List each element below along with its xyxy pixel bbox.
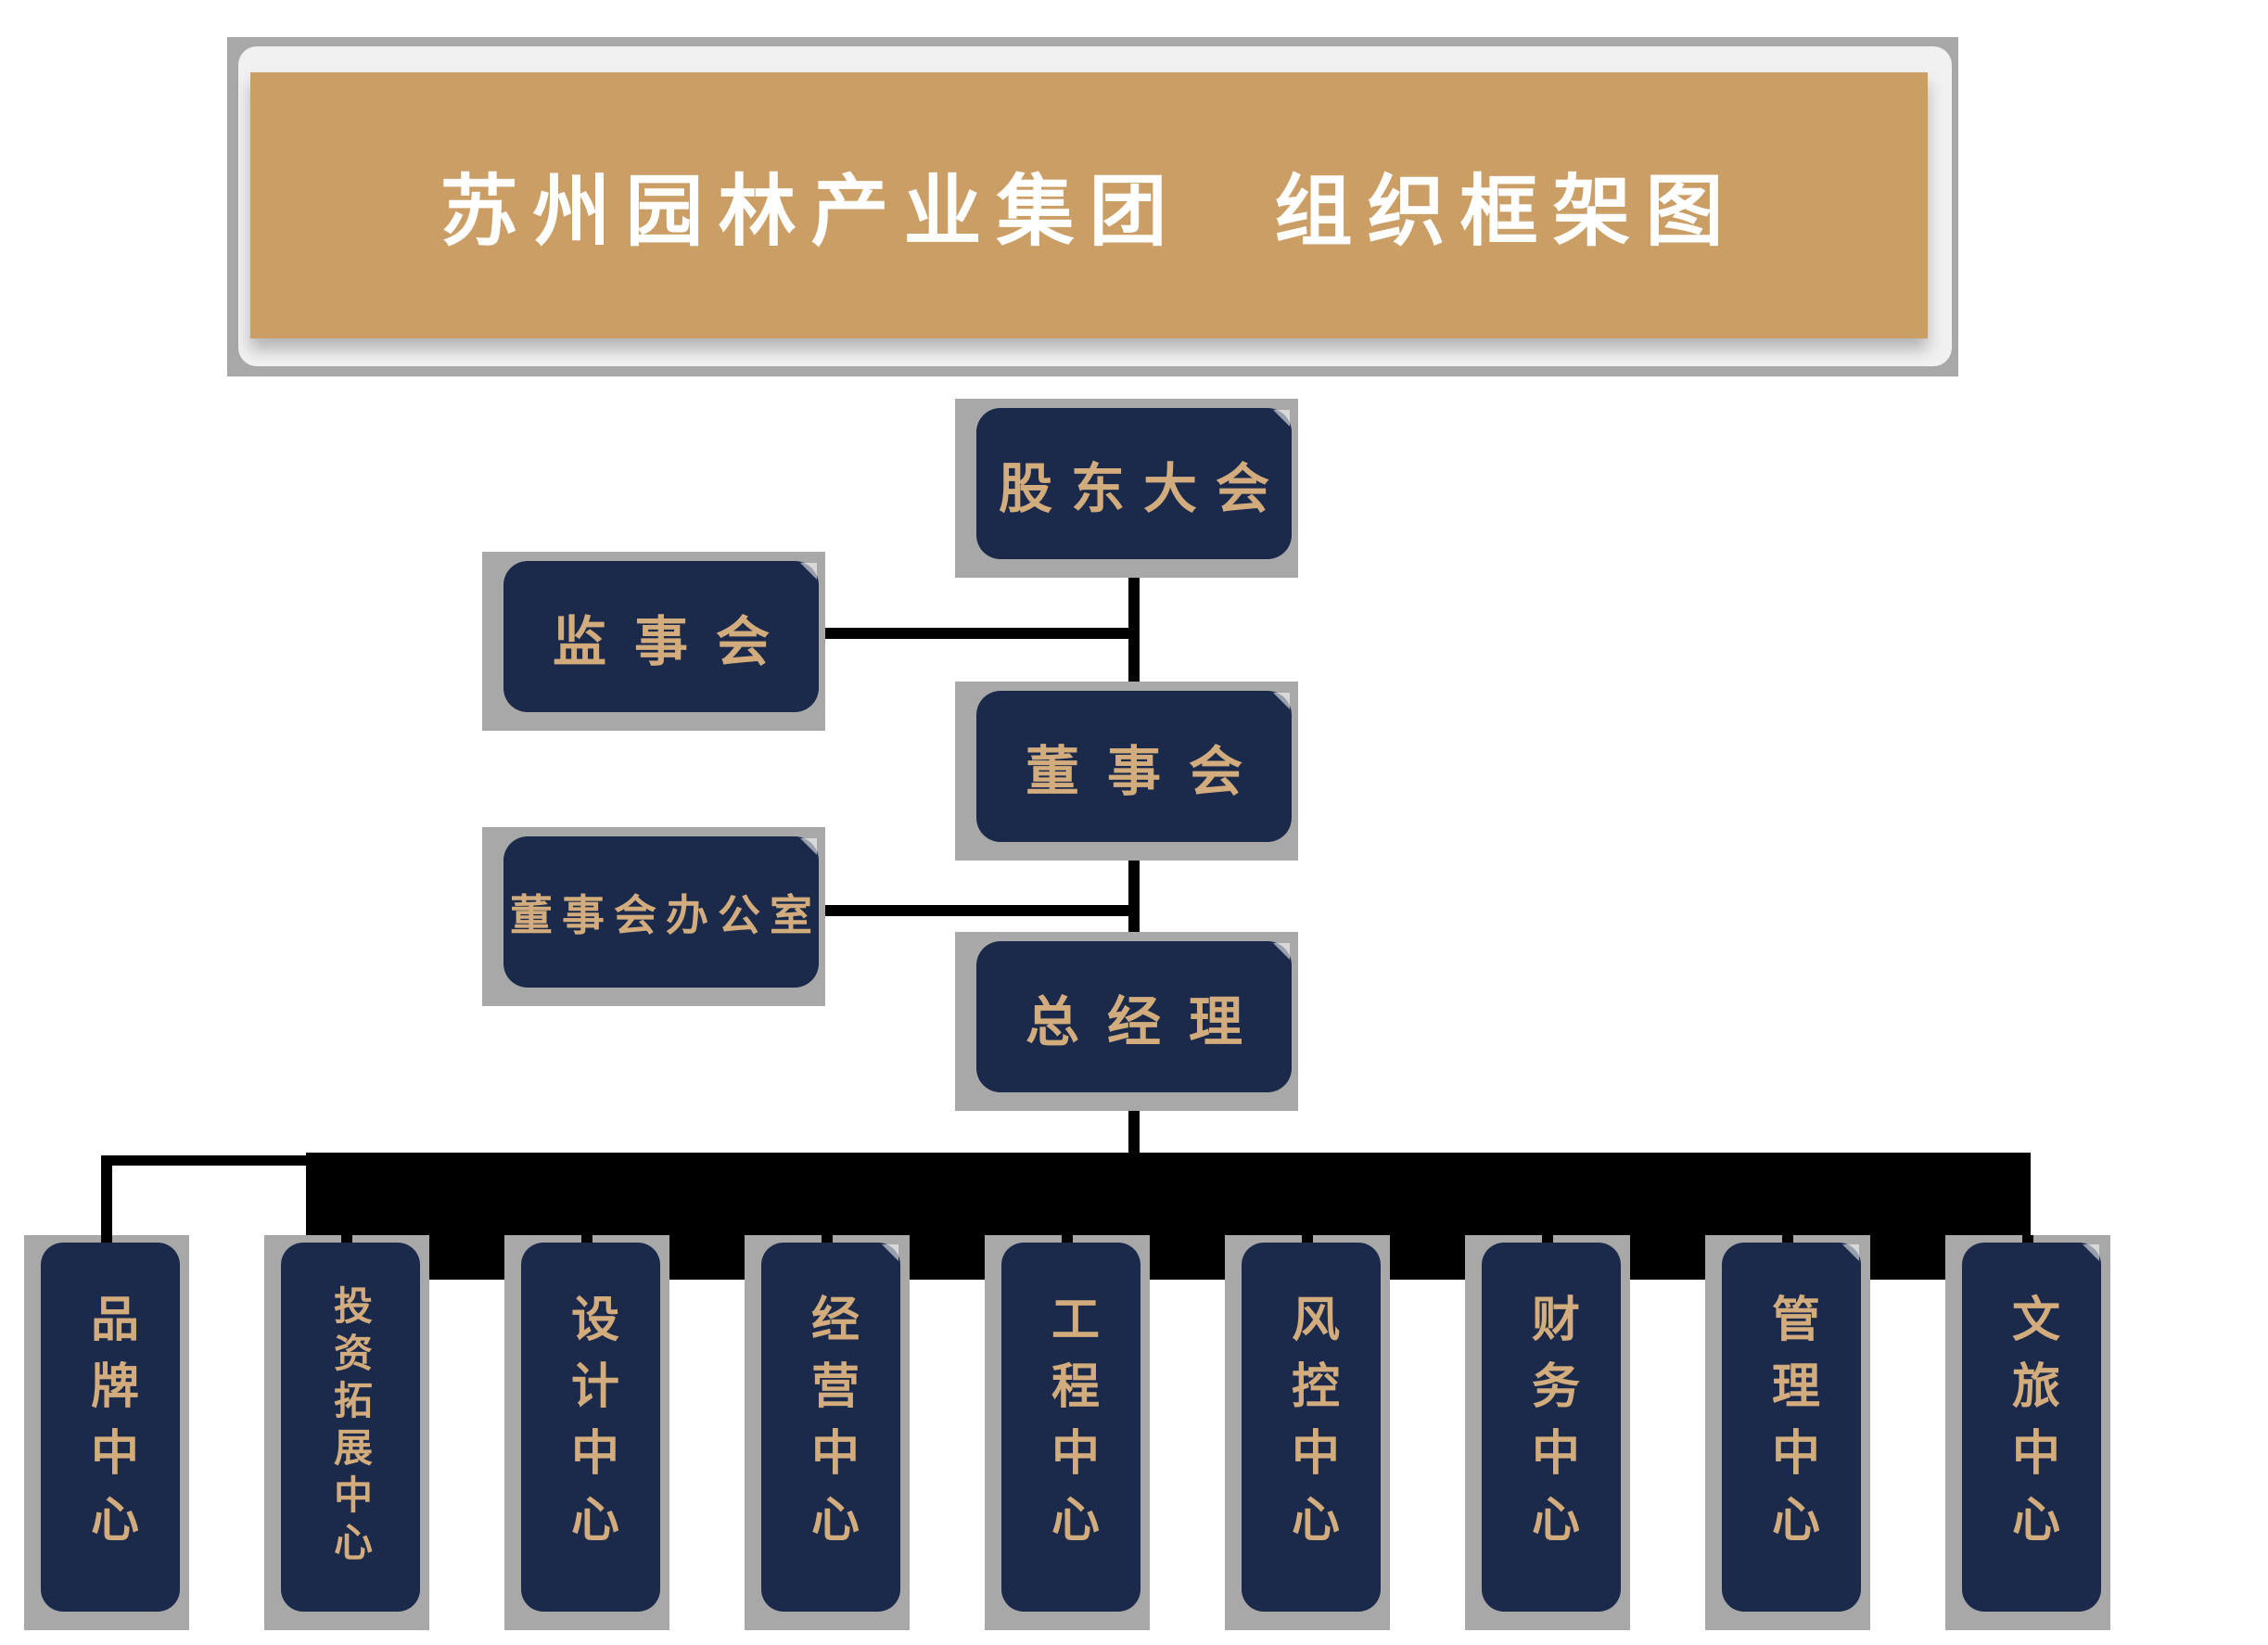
page-title: 苏州园林产业集团 组织框架图	[440, 166, 1739, 257]
node-shareholders-meeting: 股东大会	[955, 399, 1298, 578]
node-label: 监事会	[552, 609, 797, 673]
corner-fold-icon	[1273, 410, 1290, 427]
connector-left-branch-drop	[101, 1155, 112, 1248]
dept-brand-center: 品牌中心	[24, 1235, 189, 1630]
connector-board-gm	[1128, 842, 1140, 946]
dept-investment-expansion-center: 投资拓展中心	[264, 1235, 429, 1630]
title-banner-fill: 苏州园林产业集团 组织框架图	[250, 72, 1928, 338]
corner-fold-icon	[1273, 693, 1290, 709]
dept-label: 经营中心	[802, 1294, 859, 1561]
corner-fold-icon	[2083, 1244, 2099, 1261]
dept-label: 财务中心	[1523, 1294, 1579, 1561]
dept-label: 品牌中心	[82, 1294, 138, 1561]
connector-supervisory-horizontal	[814, 628, 1140, 639]
dept-label: 工程中心	[1042, 1294, 1099, 1561]
dept-management-center: 管理中心	[1705, 1235, 1870, 1630]
title-banner: 苏州园林产业集团 组织框架图	[227, 37, 1958, 376]
corner-fold-icon	[1273, 943, 1290, 960]
corner-fold-icon	[800, 563, 817, 580]
dept-finance-center: 财务中心	[1465, 1235, 1630, 1630]
connector-left-branch-horizontal	[101, 1155, 311, 1166]
dept-label: 投资拓展中心	[327, 1285, 374, 1569]
dept-design-center: 设计中心	[504, 1235, 669, 1630]
node-label: 董事会	[1025, 739, 1270, 803]
dept-risk-control-center: 风控中心	[1225, 1235, 1390, 1630]
node-general-manager: 总经理	[955, 932, 1298, 1111]
corner-fold-icon	[1842, 1244, 1859, 1261]
corner-fold-icon	[882, 1244, 898, 1261]
dept-operations-center: 经营中心	[745, 1235, 910, 1630]
node-label: 股东大会	[998, 456, 1288, 520]
corner-fold-icon	[800, 838, 817, 855]
node-board-of-directors: 董事会	[955, 682, 1298, 861]
dept-label: 管理中心	[1763, 1294, 1819, 1561]
title-banner-frame: 苏州园林产业集团 组织框架图	[238, 46, 1952, 366]
dept-culture-tourism-center: 文旅中心	[1945, 1235, 2110, 1630]
node-supervisory-board: 监事会	[482, 552, 825, 731]
node-label: 总经理	[1025, 989, 1270, 1053]
node-board-office: 董事会办公室	[482, 827, 825, 1006]
dept-label: 设计中心	[562, 1294, 618, 1561]
connector-office-horizontal	[814, 905, 1140, 916]
dept-engineering-center: 工程中心	[985, 1235, 1150, 1630]
dept-label: 文旅中心	[2003, 1294, 2059, 1561]
connector-shareholders-board	[1128, 555, 1140, 695]
node-label: 董事会办公室	[510, 889, 822, 940]
dept-label: 风控中心	[1282, 1294, 1339, 1561]
